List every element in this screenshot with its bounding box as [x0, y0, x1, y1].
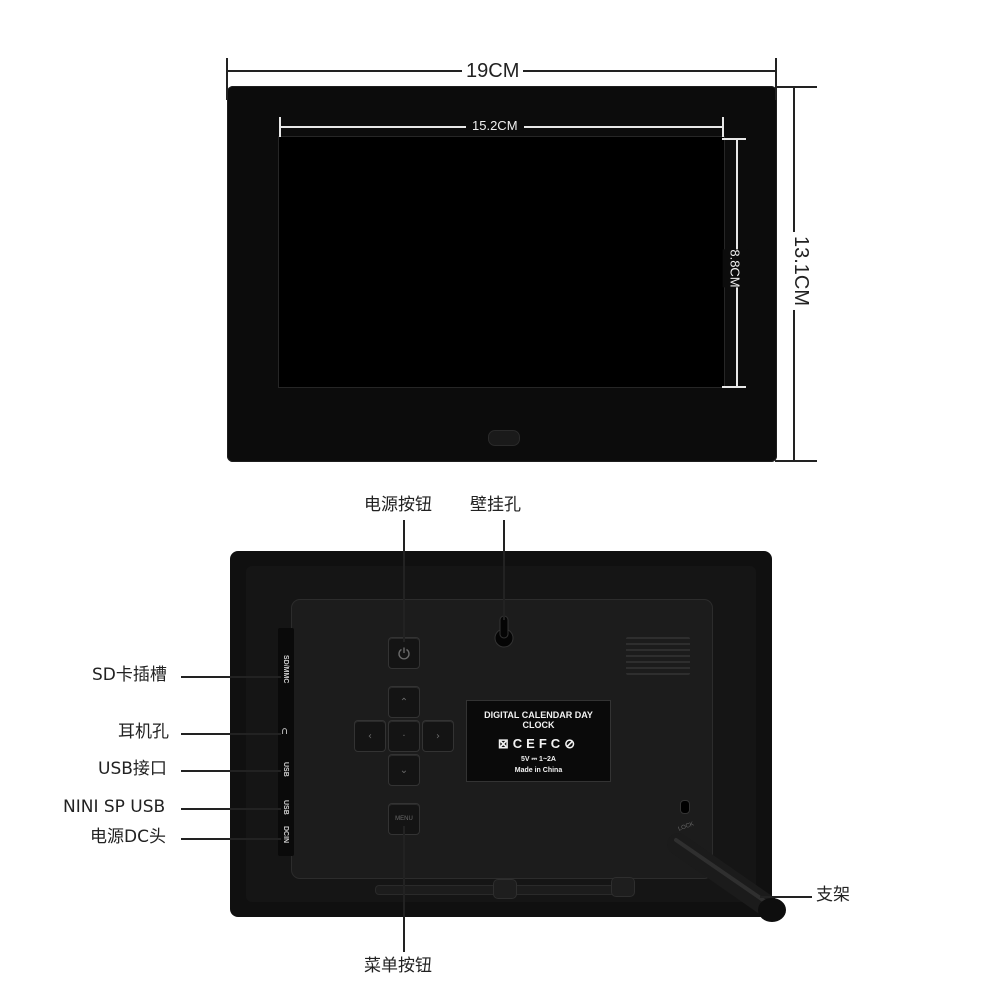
callout-power-button: 电源按钮	[364, 495, 432, 515]
arrow-left-icon: ‹	[368, 730, 372, 742]
width-dim-tick-right	[775, 58, 777, 100]
speaker-grille	[626, 637, 690, 675]
callout-menu-button: 菜单按钮	[364, 956, 432, 976]
ce-mark: CE	[512, 736, 539, 751]
height-dim-tick-top	[775, 86, 817, 88]
rating-label: DIGITAL CALENDAR DAY CLOCK ⊠CEFC⊘ 5V ⎓ 1…	[466, 700, 611, 782]
screen-height-label: 8.8CM	[722, 249, 748, 288]
stand-stub	[612, 878, 634, 896]
port-label-sd: SD/MMC	[282, 655, 289, 684]
arrow-up-key[interactable]: ⌃	[388, 686, 420, 718]
screen-height-tick-top	[722, 138, 746, 140]
arrow-left-key[interactable]: ‹	[354, 720, 386, 752]
width-dim-tick-left	[226, 58, 228, 100]
arrow-down-icon: ⌄	[399, 764, 409, 776]
ir-sensor-window	[488, 430, 520, 446]
leader-menu-button	[403, 826, 405, 952]
callout-dc-power: 电源DC头	[90, 827, 166, 847]
callout-sd-slot: SD卡插槽	[92, 665, 167, 685]
port-label-dcin: DCIN	[282, 826, 289, 844]
leader-dc-power	[181, 838, 281, 840]
center-key-icon: ·	[402, 730, 406, 742]
height-dim-label: 13.1CM	[790, 231, 812, 311]
port-strip	[278, 628, 294, 856]
callout-headphone: 耳机孔	[118, 722, 169, 742]
leader-headphone	[181, 733, 281, 735]
keyhole-icon	[494, 615, 514, 648]
leader-mini-usb	[181, 808, 281, 810]
callout-usb: USB接口	[98, 759, 167, 779]
leader-usb	[181, 770, 281, 772]
port-label-usb: USB	[282, 762, 289, 777]
fc-mark: FC	[538, 736, 565, 751]
plate-title: DIGITAL CALENDAR DAY CLOCK	[484, 710, 593, 730]
leader-power-button	[403, 520, 405, 642]
callout-wall-mount: 壁挂孔	[470, 495, 521, 515]
arrow-right-icon: ›	[436, 730, 440, 742]
stand[interactable]	[660, 830, 790, 930]
display-screen	[279, 137, 724, 387]
plate-origin: Made in China	[514, 767, 563, 774]
power-key[interactable]	[388, 637, 420, 669]
center-key[interactable]: ·	[388, 720, 420, 752]
plate-spec: 5V ⎓ 1~2A	[521, 756, 556, 763]
callout-stand: 支架	[816, 885, 850, 905]
recycle-mark: ⊘	[564, 736, 580, 751]
certification-marks: ⊠CEFC⊘	[467, 736, 610, 752]
arrow-up-icon: ⌃	[399, 696, 409, 708]
screen-height-tick-bottom	[722, 386, 746, 388]
port-label-mini-usb: USB	[282, 800, 289, 815]
headphone-icon: ∩	[281, 726, 289, 737]
lock-hole	[680, 800, 690, 814]
callout-mini-usb: NINI SP USB	[63, 797, 166, 817]
width-dim-label: 19CM	[462, 61, 524, 81]
screen-width-label: 15.2CM	[466, 119, 524, 132]
leader-wall-mount	[503, 520, 505, 620]
weee-mark: ⊠	[497, 736, 513, 751]
arrow-down-key[interactable]: ⌄	[388, 754, 420, 786]
power-icon	[398, 647, 410, 660]
height-dim-tick-bottom	[775, 460, 817, 462]
rail-clip	[494, 880, 516, 898]
arrow-right-key[interactable]: ›	[422, 720, 454, 752]
leader-sd-slot	[181, 676, 281, 678]
leader-stand	[760, 896, 812, 898]
